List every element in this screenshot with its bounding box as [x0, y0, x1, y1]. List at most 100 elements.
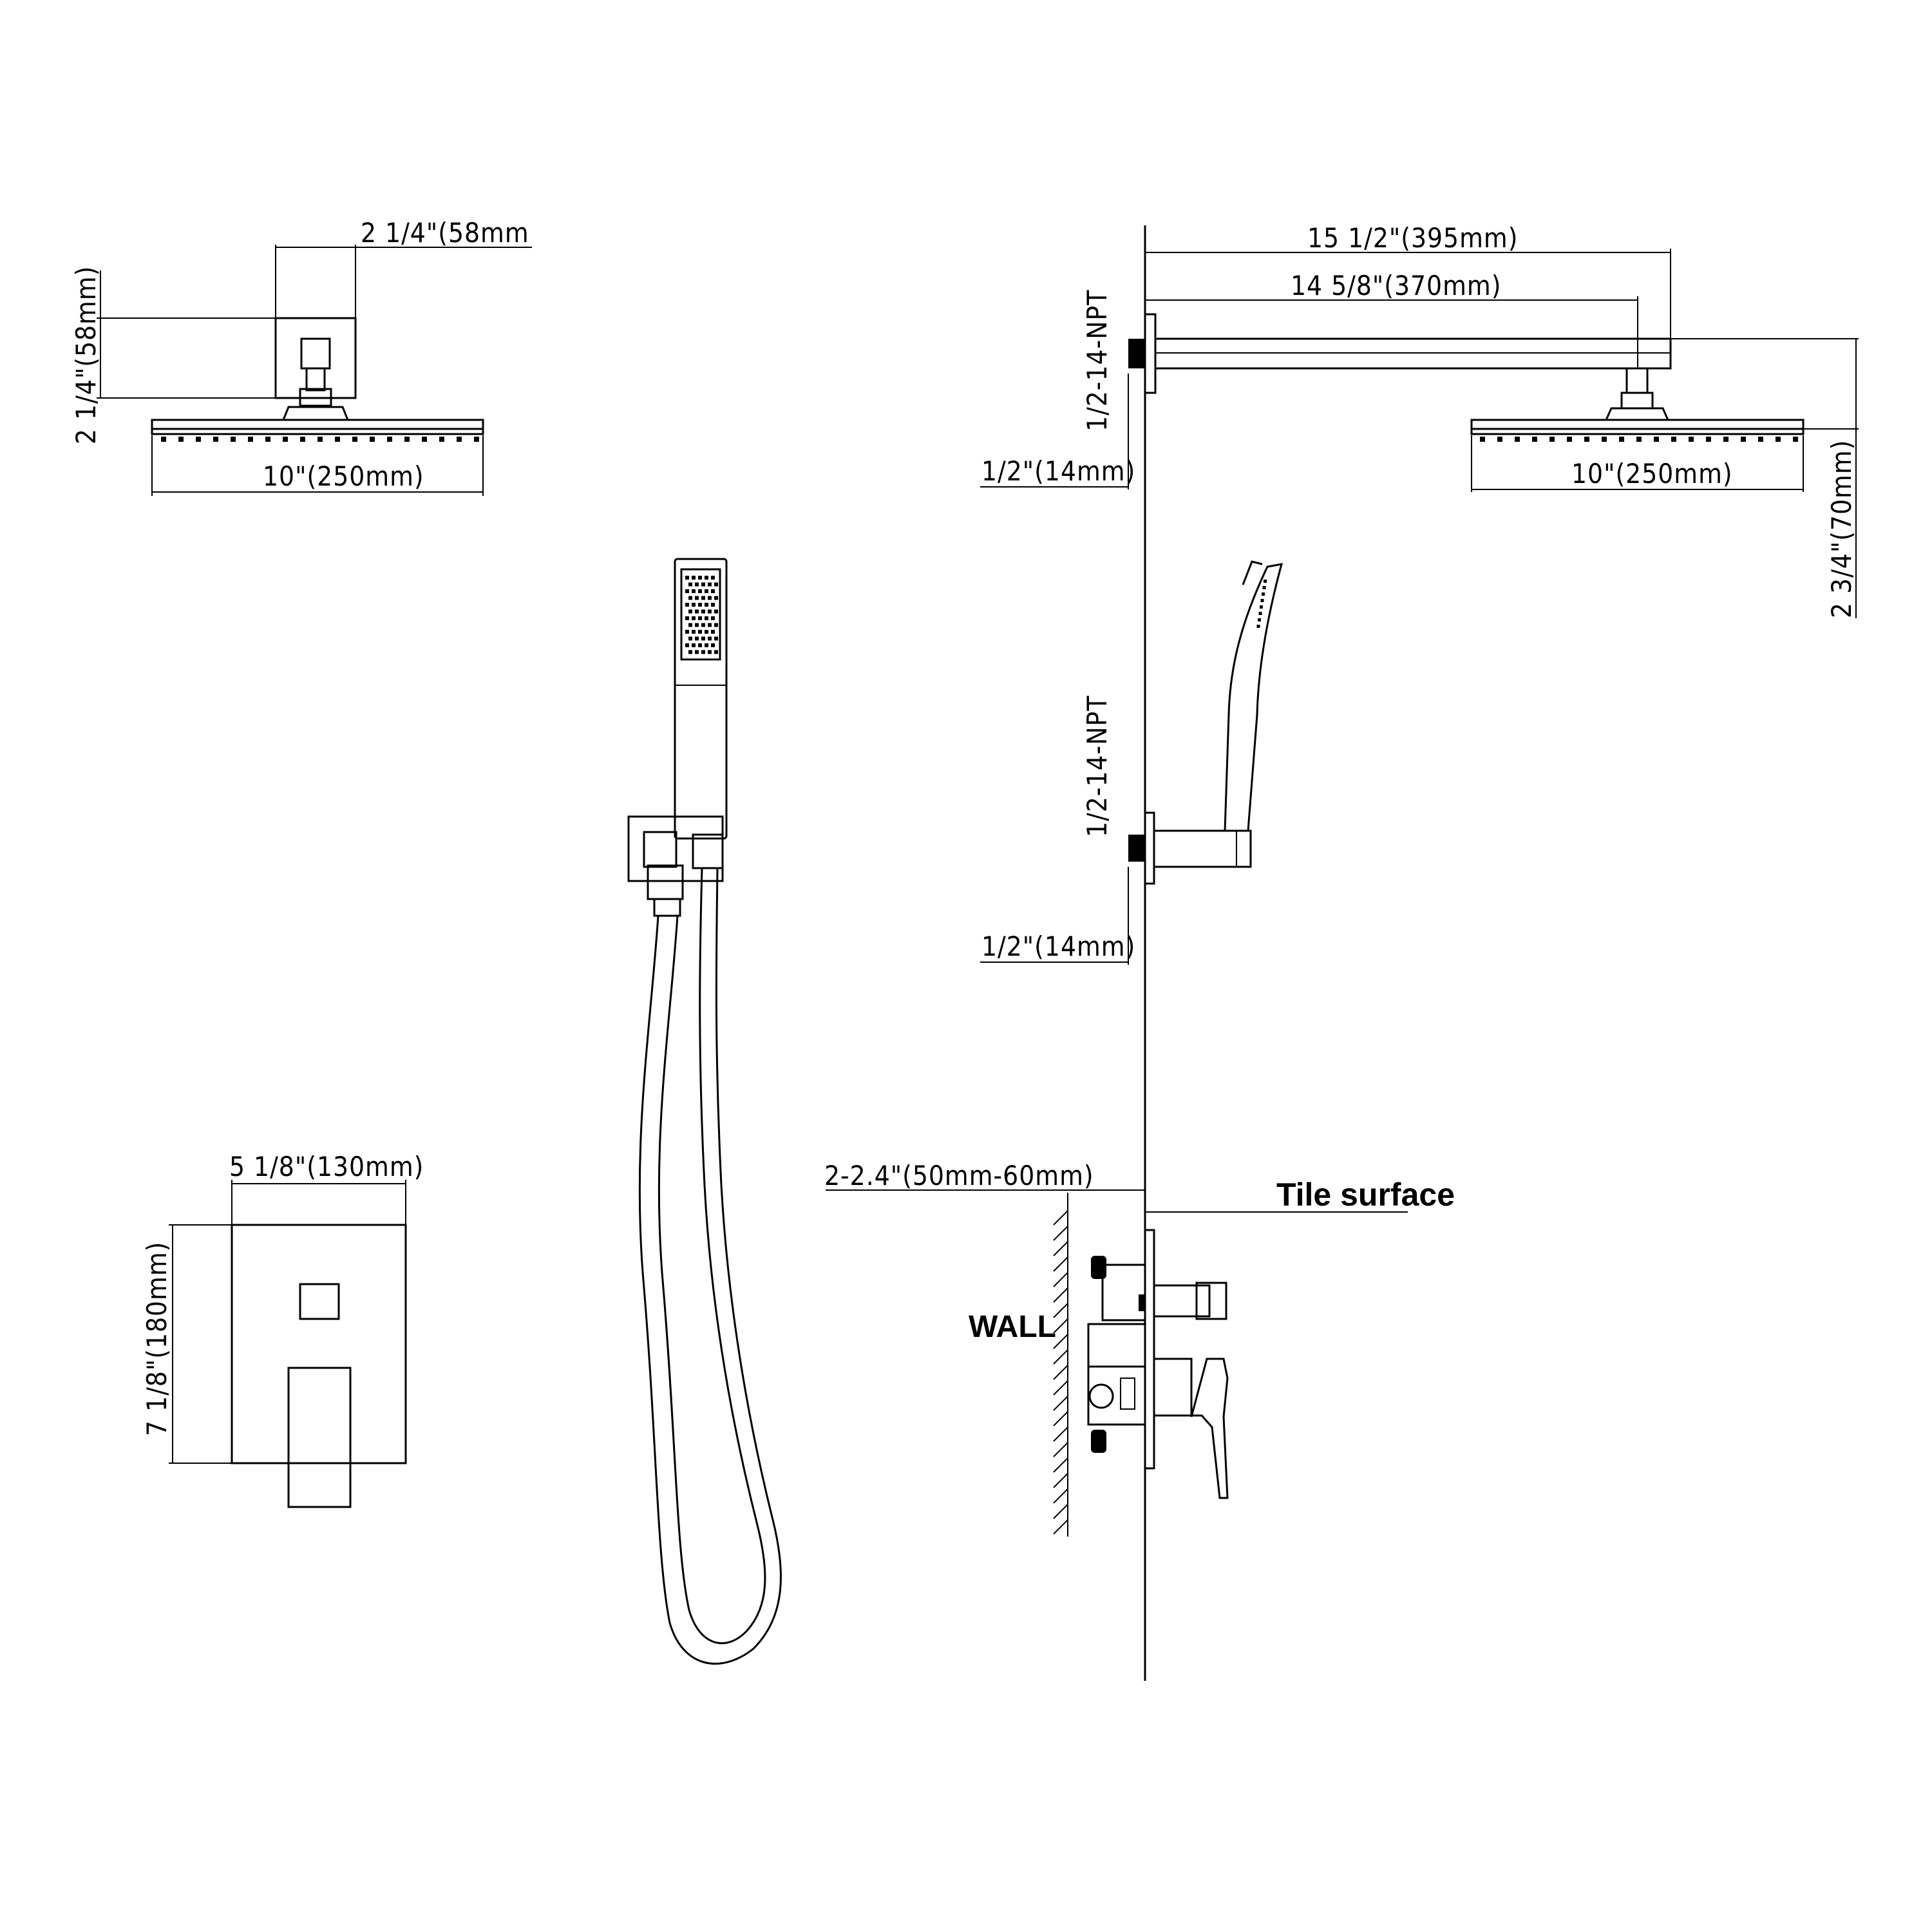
handshower-thread-depth-label: 1/2"(14mm) [981, 931, 1135, 962]
valve-trim-front-view: 5 1/8"(130mm) 7 1/8"(180mm) [141, 1151, 424, 1508]
arm-flange [1144, 313, 1157, 394]
wall-hatching [1053, 1210, 1068, 1535]
wall-label: WALL [969, 1310, 1056, 1344]
head-width-side-label: 10"(250mm) [1571, 458, 1733, 489]
nozzle [1567, 437, 1572, 442]
hatch-line [1053, 1442, 1068, 1457]
head-nozzles [161, 437, 479, 442]
spray-dot [708, 650, 712, 654]
spray-dot [698, 603, 702, 607]
rain-head-front-view: 2 1/4"(58mm 2 1/4"(58mm) 10"(250mm) [70, 217, 532, 496]
nozzle [317, 437, 323, 442]
hatch-line [1053, 1349, 1068, 1365]
spray-dot [1256, 625, 1260, 628]
nozzle [1706, 437, 1711, 442]
hose-connector [692, 833, 724, 869]
hatch-line [1053, 1519, 1068, 1535]
spray-dot [698, 643, 702, 647]
spray-dot [685, 589, 689, 593]
spray-dot [708, 636, 712, 641]
nozzle [213, 437, 218, 442]
spray-dot [714, 623, 718, 627]
spray-dot [701, 650, 705, 654]
arm-nipple [305, 367, 326, 392]
inlet-lower [1091, 1430, 1106, 1453]
spray-dot [1264, 580, 1267, 583]
handshower-thread-label: 1/2-14-NPT [1081, 696, 1113, 837]
spray-dot [692, 643, 696, 647]
nozzle [248, 437, 253, 442]
nozzle [457, 437, 462, 442]
spray-dot [714, 636, 718, 641]
nozzle [1723, 437, 1728, 442]
holder-flange [1144, 811, 1155, 885]
nozzle [1515, 437, 1520, 442]
hatch-line [1053, 1380, 1068, 1396]
valve-depth-label: 2-2.4"(50mm-60mm) [824, 1160, 1094, 1191]
spray-dot [685, 576, 689, 580]
spray-dot [711, 576, 715, 580]
nozzle [1741, 437, 1746, 442]
arm-thread [1128, 339, 1145, 368]
diverter-cap [1195, 1282, 1227, 1320]
spray-dot [688, 623, 692, 627]
arm-thread-depth-label: 1/2"(14mm) [981, 455, 1135, 487]
spray-dot [695, 650, 699, 654]
nozzle [1654, 437, 1659, 442]
head-plate [151, 419, 484, 435]
nozzle [404, 437, 410, 442]
wall-holder-inner [643, 831, 677, 868]
head-neck [281, 406, 350, 421]
hose-inner [658, 867, 766, 1645]
handshower-body [674, 558, 728, 840]
spray-dot [692, 630, 696, 634]
spray-dot [692, 576, 696, 580]
hatch-line [1053, 1411, 1068, 1426]
hatch-line [1053, 1457, 1068, 1473]
spray-dot [695, 596, 699, 600]
hatch-line [1053, 1365, 1068, 1380]
holder-thread [1128, 835, 1145, 862]
head-width-label: 10"(250mm) [263, 460, 424, 492]
spray-dot [701, 582, 705, 587]
spray-dot [701, 636, 705, 641]
hatch-line [1053, 1396, 1068, 1411]
spray-nozzles [685, 576, 718, 654]
handshower-side-view: 1/2-14-NPT 1/2"(14mm) [980, 560, 1283, 965]
diverter-stem [1139, 1294, 1145, 1311]
nozzle [1584, 437, 1589, 442]
diverter-knob [299, 1283, 340, 1320]
nozzle [1636, 437, 1642, 442]
nozzle [1689, 437, 1694, 442]
nozzle [439, 437, 444, 442]
hatch-line [1053, 1426, 1068, 1442]
spray-dot [685, 603, 689, 607]
trim-width-label: 5 1/8"(130mm) [229, 1151, 424, 1182]
spray-face [680, 568, 721, 661]
inlet-upper [1091, 1256, 1106, 1279]
arm-elbow [1625, 367, 1649, 394]
spray-dot [688, 609, 692, 614]
arm-thread-label: 1/2-14-NPT [1081, 290, 1113, 431]
spray-dot [1258, 612, 1262, 615]
nozzle [283, 437, 288, 442]
head-drop-label: 2 3/4"(70mm) [1826, 440, 1857, 618]
nozzle [1480, 437, 1485, 442]
spray-dot [688, 636, 692, 641]
valve-body-mid [1087, 1323, 1146, 1368]
nozzle [265, 437, 270, 442]
spray-dot [711, 589, 715, 593]
arm-width-label: 2 1/4"(58mm [361, 217, 529, 249]
nozzle [1602, 437, 1607, 442]
nozzle [1497, 437, 1502, 442]
hatch-line [1053, 1318, 1068, 1334]
arm-total-length-label: 15 1/2"(395mm) [1307, 222, 1518, 254]
spray-dot [1260, 605, 1263, 609]
valve-handle [287, 1367, 352, 1508]
nozzle [335, 437, 340, 442]
shower-arm-side-view: 15 1/2"(395mm) 14 5/8"(370mm) 1/2-14-NPT… [980, 222, 1859, 1681]
swivel-ball [299, 388, 332, 407]
nozzle [387, 437, 392, 442]
cartridge-stem [1120, 1378, 1135, 1410]
spray-dot [708, 609, 712, 614]
